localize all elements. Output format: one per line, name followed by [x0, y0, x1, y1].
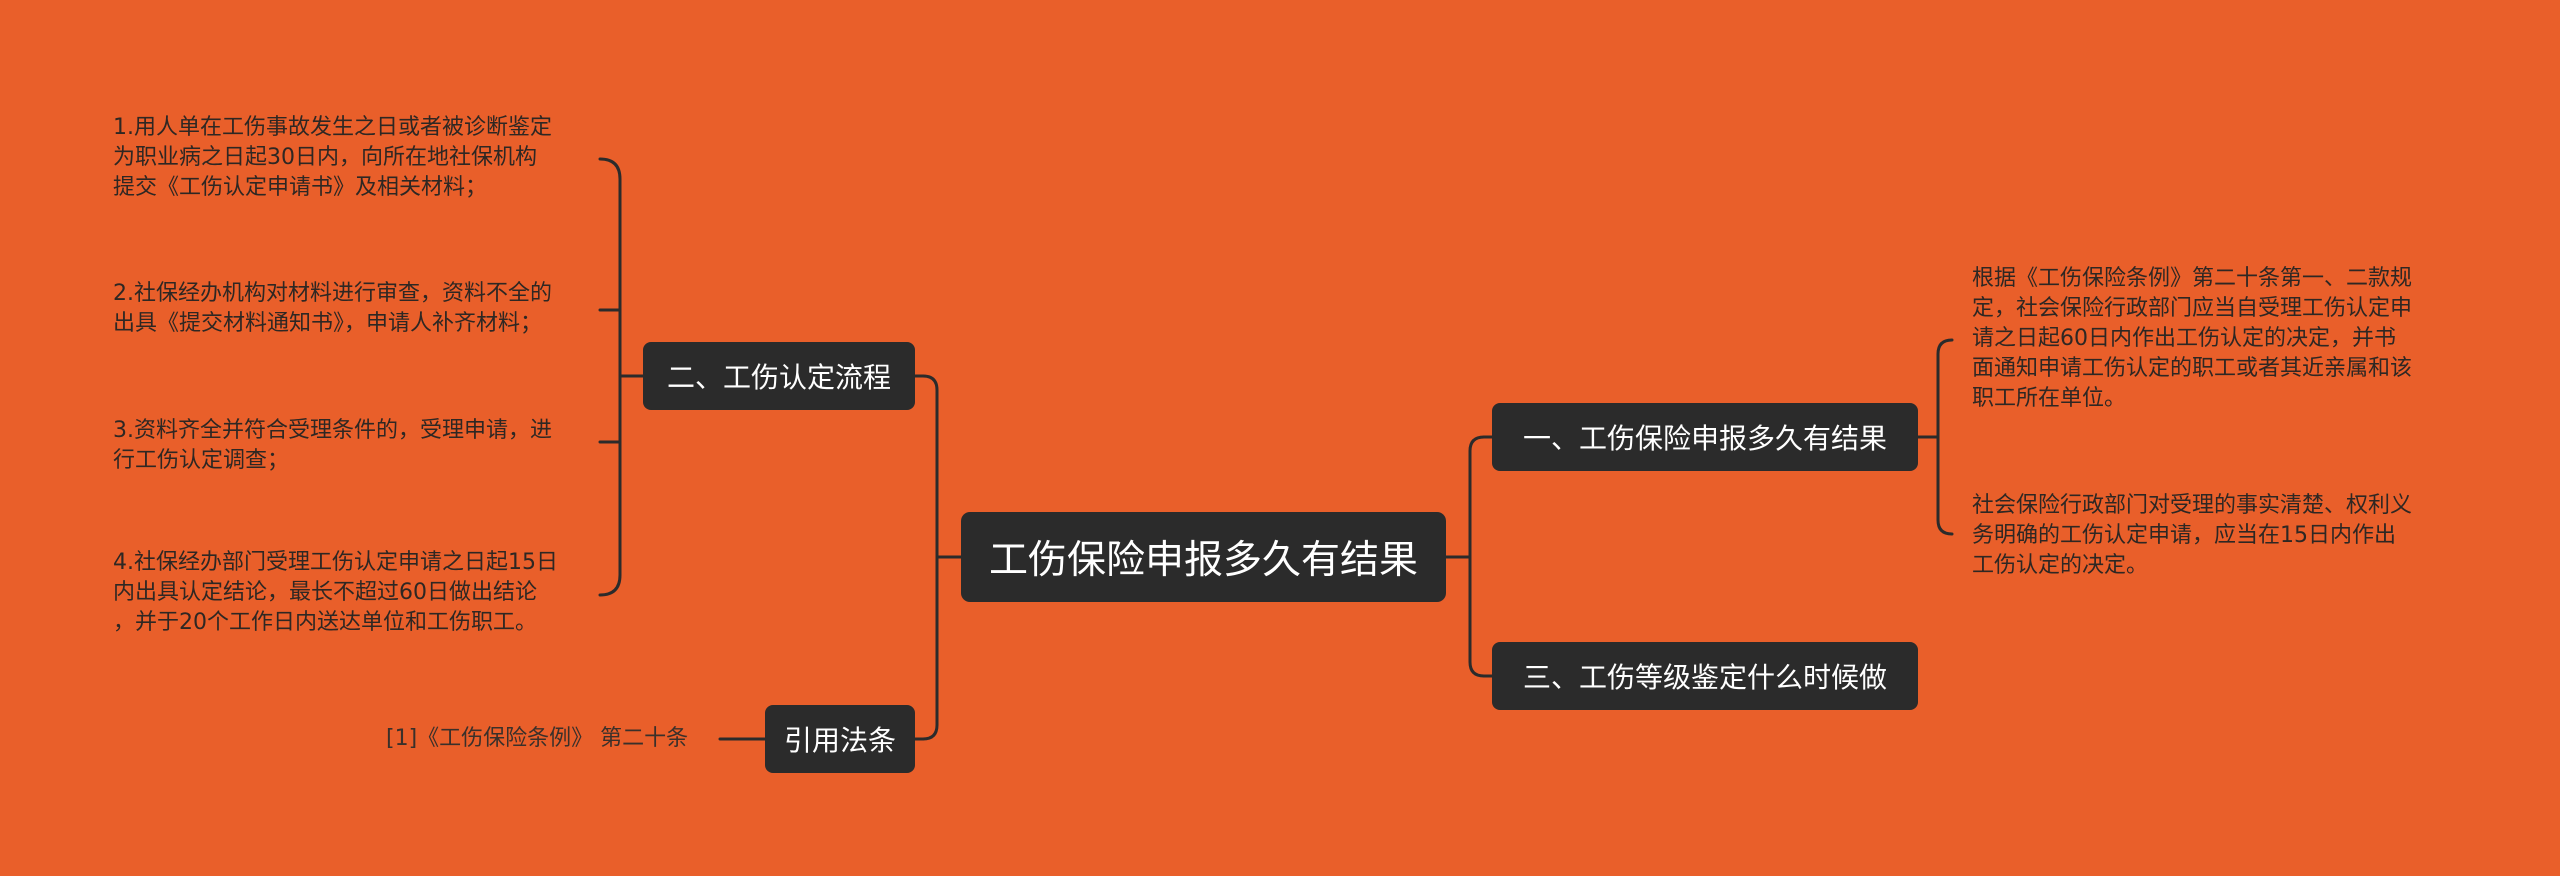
connector-b2-bracket	[598, 157, 622, 597]
leaf-procedure-step-2: 2.社保经办机构对材料进行审查，资料不全的 出具《提交材料通知书》，申请人补齐材…	[113, 281, 552, 336]
connector-right-spine	[1468, 435, 1486, 678]
leaf-result-15-days: 社会保险行政部门对受理的事实清楚、权利义 务明确的工伤认定申请，应当在15日内作…	[1972, 493, 2413, 578]
connector-left-spine	[921, 374, 939, 741]
branch-cited-law[interactable]: 引用法条	[765, 705, 915, 773]
leaf-procedure-step-4: 4.社保经办部门受理工伤认定申请之日起15日 内出具认定结论，最长不超过60日做…	[113, 550, 558, 635]
branch-disability-assessment[interactable]: 三、工伤等级鉴定什么时候做	[1492, 642, 1918, 710]
leaf-procedure-step-3: 3.资料齐全并符合受理条件的，受理申请，进 行工伤认定调查；	[113, 418, 552, 473]
connector-b1-bracket	[1936, 338, 1954, 536]
branch-result-timing[interactable]: 一、工伤保险申报多久有结果	[1492, 403, 1918, 471]
root-topic[interactable]: 工伤保险申报多久有结果	[961, 512, 1446, 602]
leaf-cited-law-reference: [1]《工伤保险条例》 第二十条	[386, 726, 689, 751]
leaf-procedure-step-1: 1.用人单在工伤事故发生之日或者被诊断鉴定 为职业病之日起30日内，向所在地社保…	[113, 115, 552, 200]
leaf-result-60-days: 根据《工伤保险条例》第二十条第一、二款规 定，社会保险行政部门应当自受理工伤认定…	[1972, 266, 2413, 411]
branch-injury-procedure[interactable]: 二、工伤认定流程	[643, 342, 915, 410]
